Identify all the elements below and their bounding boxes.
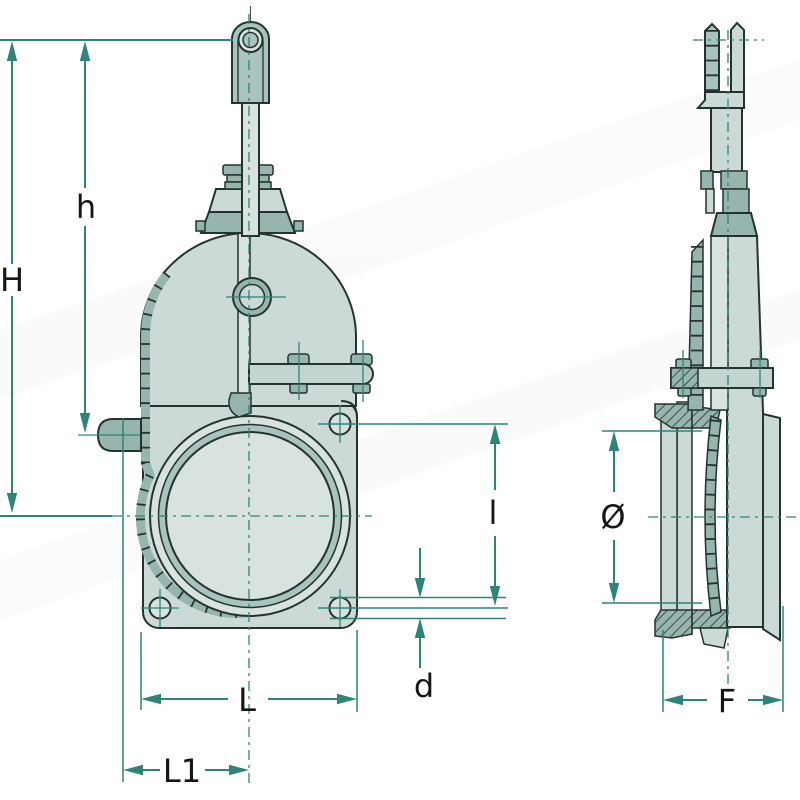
stem-side	[710, 107, 743, 173]
dimension-F: F	[662, 606, 784, 720]
bar-section-hatch	[670, 367, 699, 389]
dimension-h: h	[76, 41, 96, 433]
arrow-down	[414, 578, 426, 598]
side-view	[654, 21, 781, 649]
arrow-left	[141, 693, 161, 705]
arrow-left	[663, 694, 683, 706]
dimension-H: H	[0, 41, 24, 513]
collar-left	[700, 170, 714, 190]
gate-tip	[699, 627, 729, 649]
flange-corner-edge	[340, 400, 358, 612]
arrow-right	[337, 693, 357, 705]
flange-section-hatch-top	[654, 403, 693, 429]
fork-clevis	[695, 21, 745, 109]
socket-rim-edge	[704, 414, 722, 618]
arrow-down	[608, 583, 620, 603]
flange-back-plate	[676, 401, 693, 635]
arrow-up	[6, 41, 18, 61]
rib-band	[135, 271, 251, 618]
flange-section-hatch-bottom	[654, 609, 693, 639]
arrow-right	[763, 694, 783, 706]
bar-bolt-bottom	[352, 383, 371, 394]
dim-label-h: h	[76, 188, 96, 226]
dimensions: H h l d	[0, 39, 784, 790]
body-side-panel	[726, 235, 764, 628]
clamp-bar-side	[670, 350, 774, 398]
side-pin	[78, 418, 142, 452]
gland-block	[722, 188, 750, 214]
gate-wedge-claw	[228, 392, 252, 418]
arrow-down	[6, 493, 18, 513]
clevis	[231, 6, 270, 104]
bonnet-side	[709, 212, 759, 237]
body-rib-band	[135, 271, 251, 618]
collar-right	[720, 170, 748, 190]
fork-bridge	[695, 91, 745, 109]
dim-label-d: d	[414, 667, 434, 705]
stem-rod	[241, 99, 260, 237]
arrow-up	[414, 618, 426, 638]
dim-label-L1: L1	[163, 752, 201, 790]
dimension-l: l	[318, 423, 508, 620]
bar-bolt-bottom	[677, 387, 692, 397]
arrow-left	[123, 764, 143, 776]
stem-boss	[226, 277, 286, 317]
dim-label-l: l	[489, 494, 498, 532]
flange-bolt-holes	[141, 405, 352, 627]
bonnet-tab	[195, 220, 206, 232]
arrow-up	[79, 41, 91, 61]
arrow-up	[608, 431, 620, 451]
arrow-right	[229, 764, 249, 776]
gland-strip	[705, 188, 715, 214]
dim-label-L: L	[238, 681, 256, 719]
body-right-cap	[762, 412, 781, 642]
dim-label-H: H	[0, 261, 24, 299]
dimension-L: L	[140, 630, 358, 719]
dim-label-diameter: Ø	[600, 498, 625, 536]
bonnet-tab	[293, 220, 304, 232]
dim-label-F: F	[718, 682, 736, 720]
clamp-bar	[248, 340, 374, 402]
dimension-diameter: Ø	[600, 430, 702, 604]
flange-face-plate	[660, 406, 678, 630]
clevis-hole-inner	[242, 31, 259, 49]
bar-body	[248, 363, 374, 385]
arrow-up	[489, 424, 501, 444]
arrow-down	[489, 586, 501, 606]
dimension-d: d	[414, 548, 434, 705]
arrow-down	[79, 413, 91, 433]
dimension-L1: L1	[122, 418, 249, 790]
rod	[241, 99, 260, 237]
centerlines	[112, 14, 800, 783]
